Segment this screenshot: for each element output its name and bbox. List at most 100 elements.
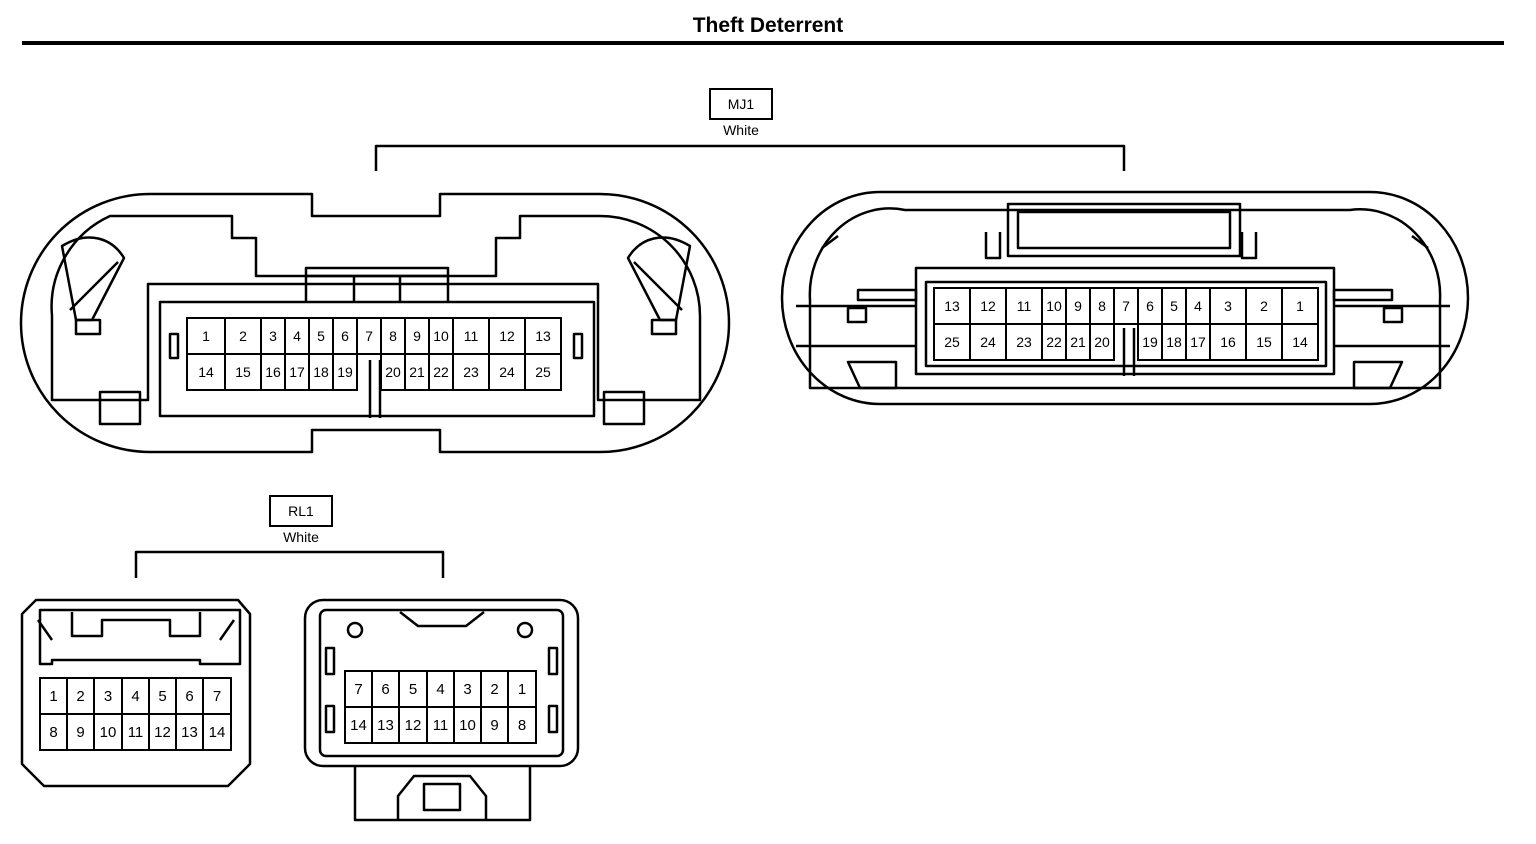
pin-cell — [1005, 323, 1043, 361]
pin-number: 2 — [76, 688, 84, 705]
pin-number: 1 — [49, 688, 57, 705]
pin-number: 4 — [131, 688, 139, 705]
pin-cell — [308, 353, 334, 391]
pin-number: 20 — [1094, 334, 1110, 350]
pin-number: 19 — [1142, 334, 1158, 350]
pin-cell — [507, 706, 537, 744]
pin-number: 3 — [463, 681, 471, 698]
pin-number: 25 — [944, 334, 960, 350]
page-title: Theft Deterrent — [692, 14, 844, 37]
pin-number: 7 — [1122, 298, 1130, 314]
pin-number: 7 — [354, 681, 362, 698]
pin-number: 7 — [213, 688, 221, 705]
pin-cell — [175, 677, 204, 715]
pin-number: 1 — [202, 328, 210, 344]
pin-number: 13 — [377, 717, 394, 734]
rl1-right-housing — [303, 598, 580, 822]
pin-number: 1 — [1296, 298, 1304, 314]
pin-number: 9 — [76, 724, 84, 741]
pin-cell — [224, 317, 262, 355]
pin-cell — [1089, 323, 1115, 361]
pin-number: 6 — [1146, 298, 1154, 314]
pin-number: 9 — [490, 717, 498, 734]
pin-number: 12 — [980, 298, 996, 314]
pin-number: 3 — [1224, 298, 1232, 314]
pin-number: 9 — [1074, 298, 1082, 314]
pin-cell — [332, 353, 358, 391]
pin-number: 5 — [409, 681, 417, 698]
pin-number: 22 — [433, 364, 449, 380]
pin-number: 19 — [337, 364, 353, 380]
pin-number: 18 — [313, 364, 329, 380]
pin-number: 8 — [49, 724, 57, 741]
pin-number: 14 — [209, 724, 226, 741]
pin-cell — [1113, 287, 1139, 325]
pin-cell — [1041, 287, 1067, 325]
pin-cell — [66, 677, 95, 715]
pin-number: 22 — [1046, 334, 1062, 350]
pin-number: 12 — [154, 724, 171, 741]
pin-number: 23 — [463, 364, 479, 380]
pin-number: 12 — [405, 717, 422, 734]
pin-number: 23 — [1016, 334, 1032, 350]
pin-number: 21 — [1070, 334, 1086, 350]
title-divider — [22, 41, 1504, 45]
pin-cell — [380, 353, 406, 391]
pin-cell — [39, 713, 68, 751]
mj1-right-housing — [780, 190, 1470, 406]
pin-cell — [1065, 287, 1091, 325]
pin-number: 4 — [436, 681, 444, 698]
pin-cell — [426, 706, 455, 744]
pin-cell — [1281, 287, 1319, 325]
pin-cell — [1185, 287, 1211, 325]
pin-number: 11 — [1017, 298, 1032, 314]
pin-cell — [93, 677, 123, 715]
pin-number: 6 — [381, 681, 389, 698]
rl1-bracket — [134, 550, 445, 578]
pin-number: 5 — [158, 688, 166, 705]
pin-number: 11 — [433, 717, 449, 734]
pin-cell — [186, 353, 226, 391]
pin-cell — [1281, 323, 1319, 361]
mj1-color-label: White — [723, 122, 759, 138]
pin-number: 2 — [490, 681, 498, 698]
pin-number: 13 — [181, 724, 198, 741]
pin-number: 2 — [239, 328, 247, 344]
pin-number: 15 — [235, 364, 251, 380]
pin-cell — [480, 706, 509, 744]
pin-number: 10 — [433, 328, 449, 344]
pin-number: 14 — [350, 717, 367, 734]
pin-cell — [202, 677, 232, 715]
pin-number: 25 — [535, 364, 551, 380]
pin-number: 13 — [535, 328, 551, 344]
pin-number: 21 — [409, 364, 425, 380]
pin-number: 16 — [265, 364, 281, 380]
pin-number: 12 — [499, 328, 515, 344]
pin-number: 1 — [518, 681, 526, 698]
pin-cell — [969, 323, 1007, 361]
pin-cell — [933, 323, 971, 361]
pin-number: 5 — [317, 328, 325, 344]
pin-number: 17 — [289, 364, 305, 380]
pin-cell — [398, 706, 428, 744]
pin-number: 10 — [1046, 298, 1062, 314]
pin-number: 5 — [1170, 298, 1178, 314]
pin-cell — [1185, 323, 1211, 361]
pin-number: 2 — [1260, 298, 1268, 314]
pin-cell — [1041, 323, 1067, 361]
rl1-left-housing — [20, 598, 252, 788]
pin-number: 10 — [459, 717, 476, 734]
rl1-color-label: White — [283, 529, 319, 545]
pin-number: 8 — [389, 328, 397, 344]
pin-cell — [524, 317, 562, 355]
pin-cell — [260, 353, 286, 391]
pin-cell — [356, 317, 382, 355]
pin-number: 4 — [1194, 298, 1202, 314]
pin-cell — [175, 713, 204, 751]
pin-cell — [66, 713, 95, 751]
pin-cell — [426, 670, 455, 708]
pin-cell — [1089, 287, 1115, 325]
pin-number: 14 — [1292, 334, 1308, 350]
